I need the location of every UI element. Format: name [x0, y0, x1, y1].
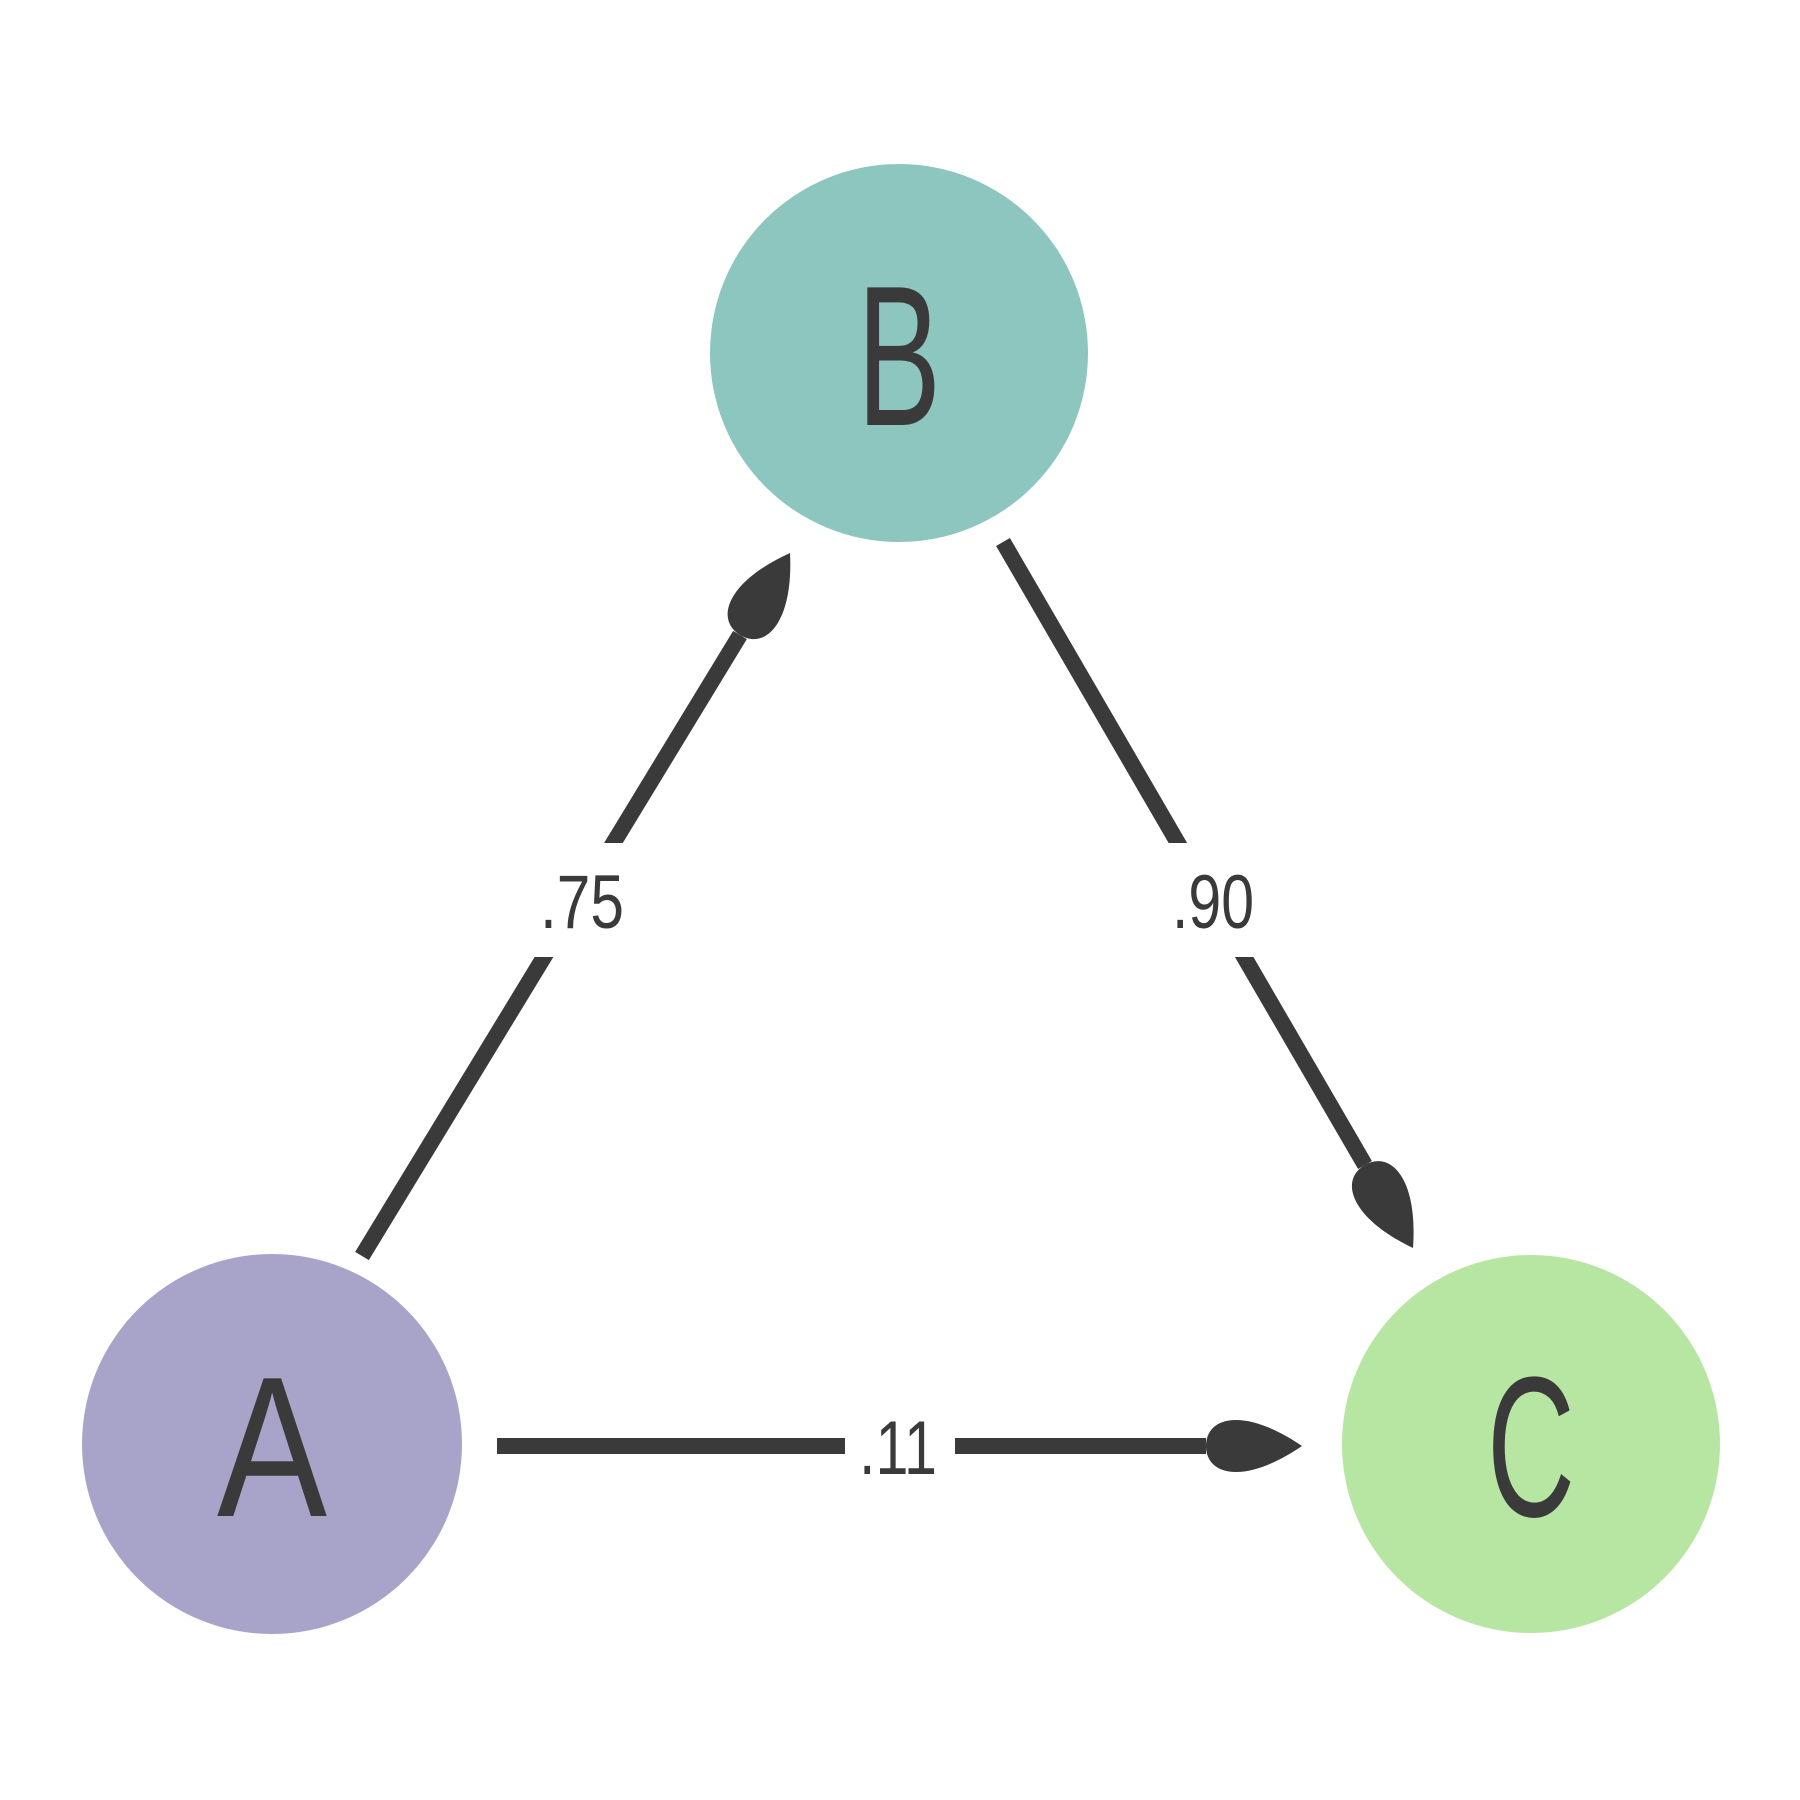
edge-b-c: .90: [996, 537, 1414, 1248]
edge-a-b-arrowhead-icon: [727, 553, 791, 640]
edge-b-c-arrowhead-icon: [1351, 1161, 1414, 1248]
node-a-circle: [82, 1254, 462, 1634]
node-c-label: C: [1487, 1336, 1575, 1559]
edge-b-c-label-bg: [1153, 843, 1273, 957]
edge-a-c: .11: [497, 1400, 1302, 1492]
node-c-circle: [1342, 1255, 1720, 1633]
edge-a-c-arrowhead-icon: [1206, 1420, 1302, 1472]
node-c: C: [1342, 1255, 1720, 1633]
edge-b-c-weight-label: .90: [1172, 860, 1254, 945]
node-b: B: [710, 164, 1088, 542]
edge-a-b-label-bg: [522, 843, 642, 957]
edge-a-b: .75: [355, 553, 791, 1261]
node-b-circle: [710, 164, 1088, 542]
edge-a-c-weight-label: .11: [859, 1406, 937, 1491]
edge-a-c-label-bg: [845, 1400, 955, 1492]
node-a-label: A: [217, 1336, 327, 1559]
edge-a-b-weight-label: .75: [540, 860, 624, 945]
node-b-label: B: [857, 245, 941, 468]
node-a: A: [82, 1254, 462, 1634]
